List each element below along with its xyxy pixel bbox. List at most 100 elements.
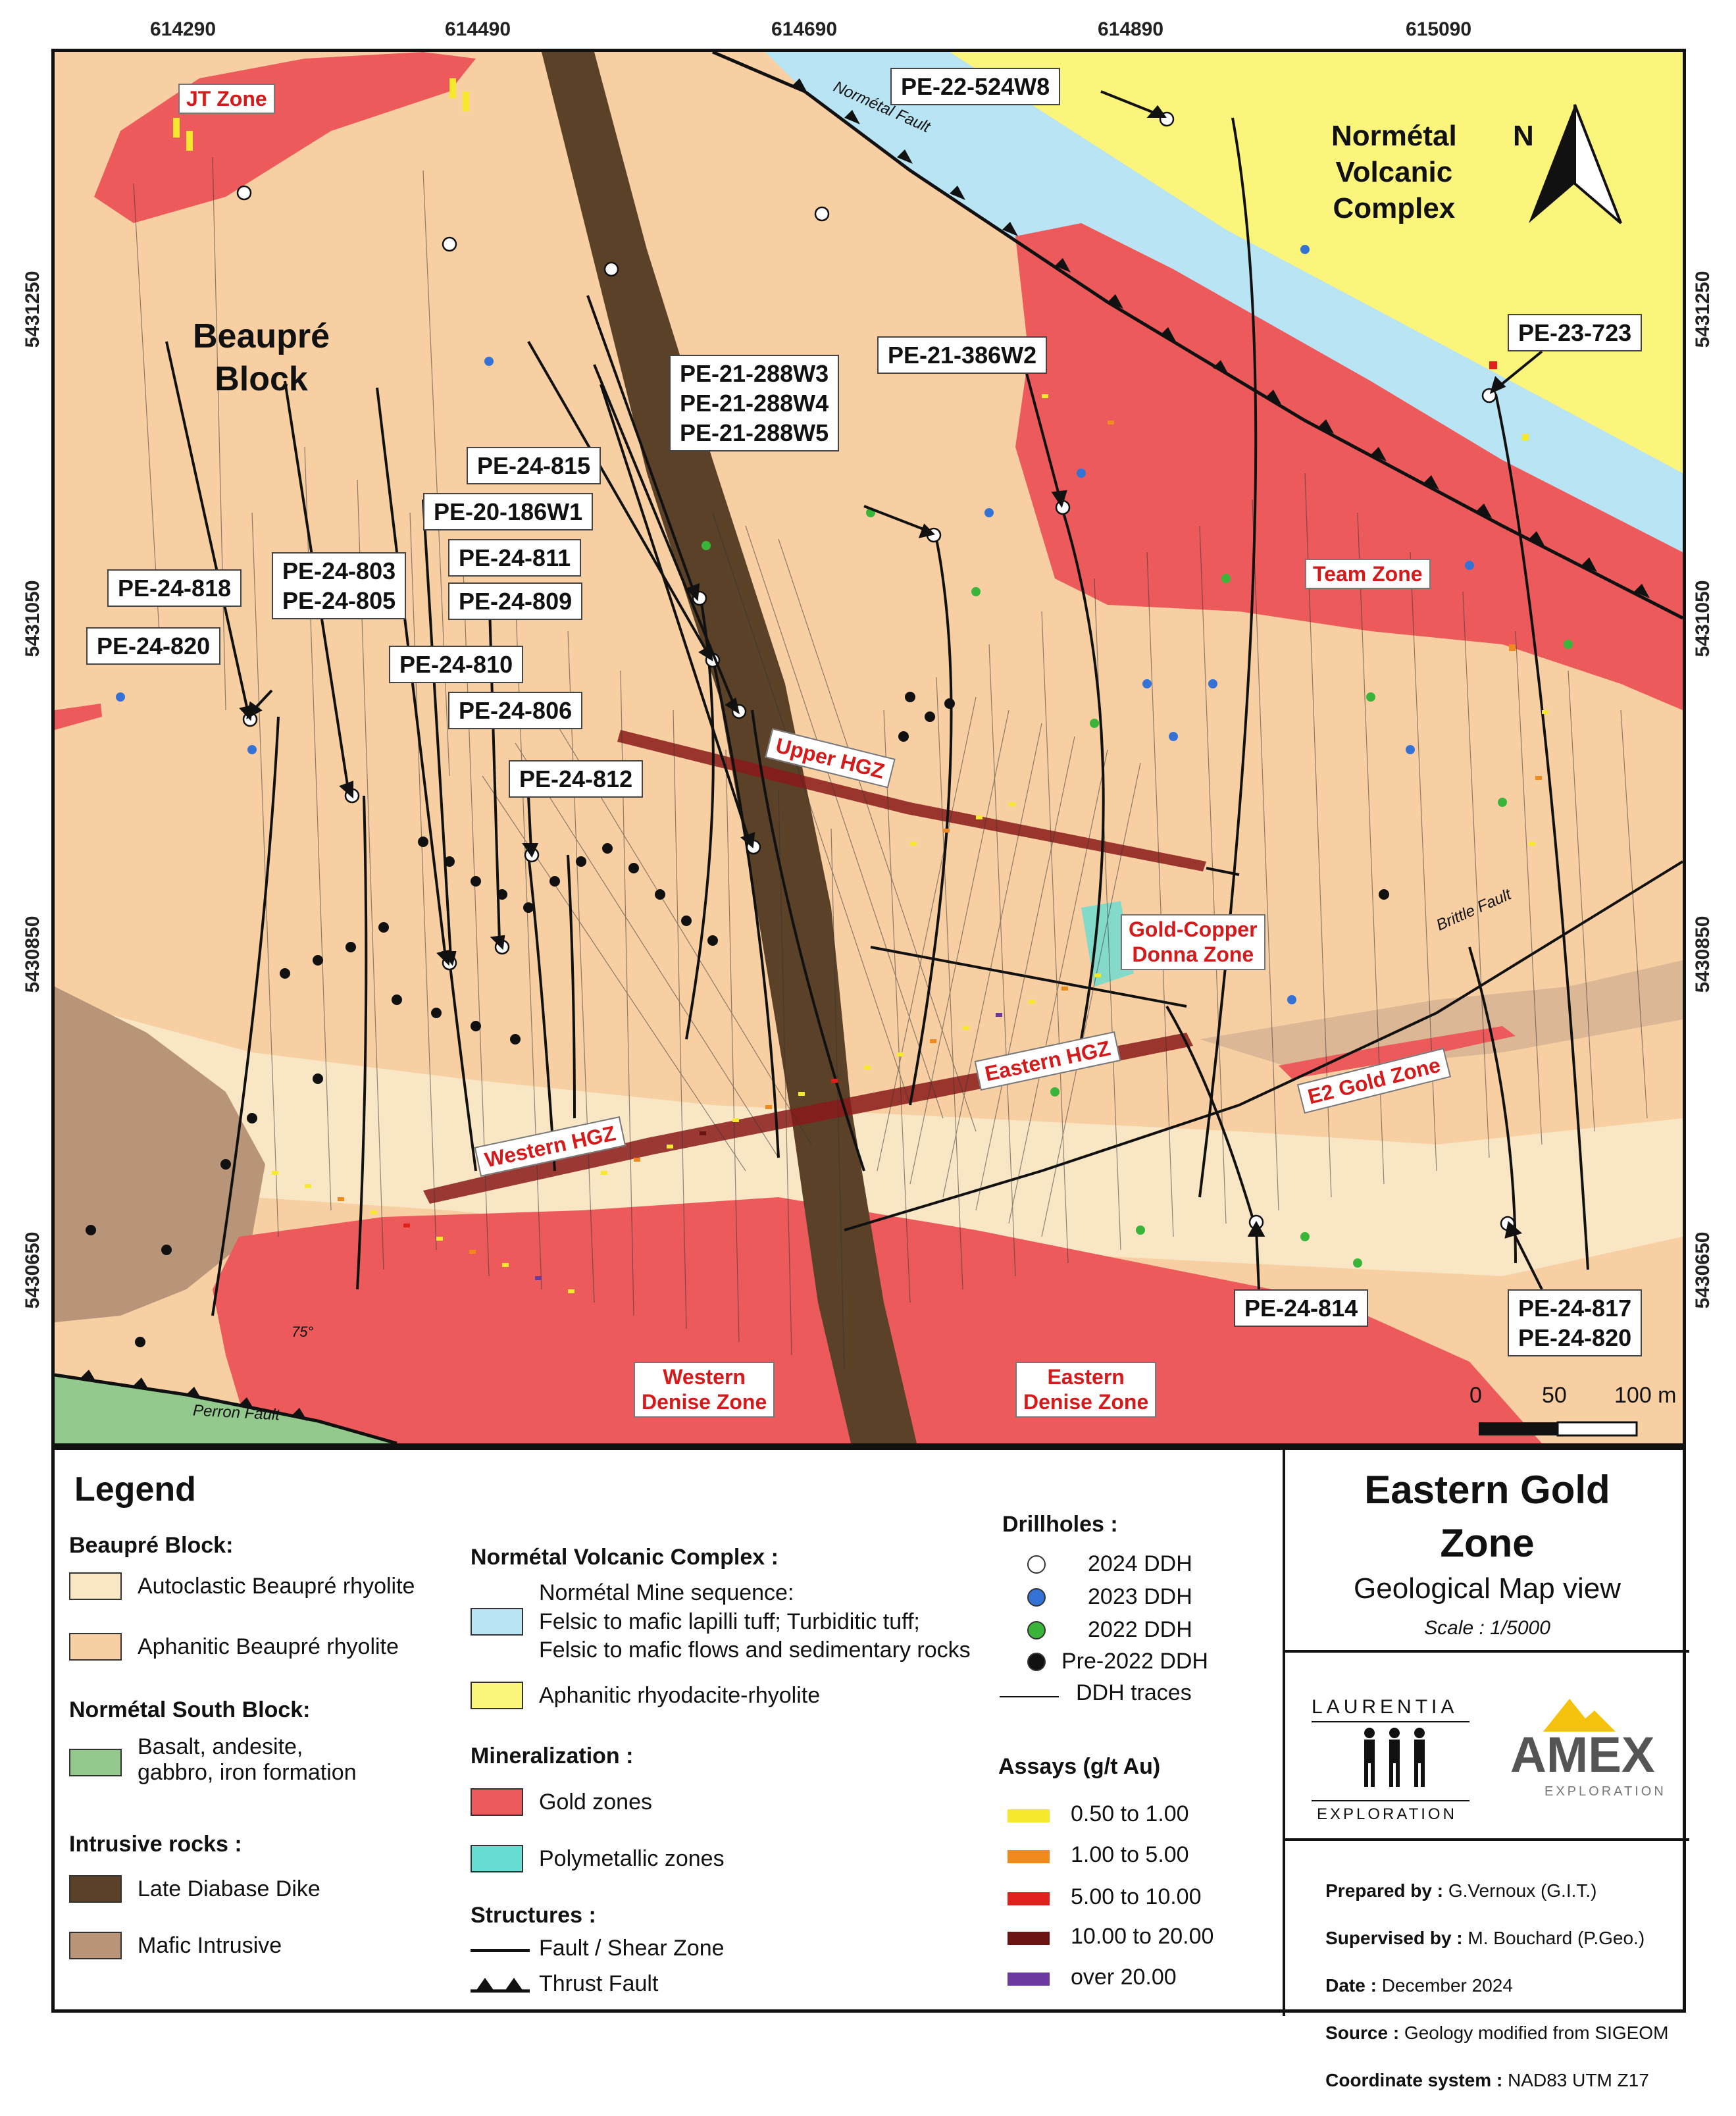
drillhole-label-pe24-806[interactable]: PE-24-806 (448, 692, 583, 729)
scale-tick-0: 0 (1469, 1383, 1482, 1408)
jt-zone-gold (94, 52, 476, 223)
ddh-trace-symbol (1000, 1696, 1059, 1697)
collar-pre2022 (86, 692, 1389, 1347)
gold-zones-swatch (471, 1788, 523, 1816)
laurentia-logo-icon (1364, 1728, 1425, 1787)
drillhole-label-pe22-524w8[interactable]: PE-22-524W8 (890, 68, 1061, 105)
diabase-label: Late Diabase Dike (138, 1876, 320, 1901)
mafic-swatch (69, 1932, 122, 1959)
drillhole-label-pe24-814[interactable]: PE-24-814 (1234, 1289, 1369, 1327)
north-letter: N (1513, 120, 1534, 152)
scale-tick-50: 50 (1542, 1383, 1567, 1408)
date-label: Date : (1325, 1975, 1377, 1996)
drillhole-label-pe24-815[interactable]: PE-24-815 (467, 447, 601, 484)
northing-label: 5431050 (1692, 580, 1714, 658)
legend-divider (1283, 1838, 1689, 1841)
drillhole-label-pe24-811[interactable]: PE-24-811 (448, 539, 582, 577)
assay-1000-swatch (1008, 1932, 1050, 1945)
ddh-2023-symbol (1027, 1588, 1046, 1607)
ddh-2022-label: 2022 DDH (1088, 1617, 1192, 1642)
ddh-2022-symbol (1027, 1621, 1046, 1639)
northing-label: 5430850 (22, 916, 43, 993)
gold-zones-label: Gold zones (539, 1790, 652, 1815)
source-label: Source : (1325, 2023, 1400, 2043)
amex-logo-text: AMEX (1510, 1727, 1655, 1783)
easting-label: 614690 (771, 18, 838, 40)
source-value: Geology modified from SIGEOM (1399, 2023, 1669, 2043)
legend-south-heading: Normétal South Block: (69, 1697, 311, 1722)
scale-tick-100: 100 m (1614, 1383, 1677, 1408)
team-zone-gold (1015, 223, 1683, 710)
thrust-teeth (792, 78, 1650, 598)
beaupre-block-label: Beaupré Block (193, 317, 330, 398)
gold-lens-west (55, 704, 102, 730)
assay-100-swatch (1008, 1850, 1050, 1863)
basalt-unit (55, 1375, 397, 1443)
ddh-2024-symbol (1027, 1555, 1046, 1574)
laurentia-logo-text: LAURENTIA (1312, 1696, 1458, 1718)
mafic-intrusive (55, 987, 265, 1322)
basalt-label: Basalt, andesite, gabbro, iron formation (138, 1734, 357, 1785)
drillhole-label-pe21-386w2[interactable]: PE-21-386W2 (877, 336, 1048, 374)
rhyodacite-swatch (471, 1682, 523, 1709)
drillhole-label-pe23-723[interactable]: PE-23-723 (1508, 314, 1643, 351)
mafic-intrusive-east (1200, 960, 1683, 1072)
northing-label: 5430850 (1692, 916, 1714, 993)
mine-sequence-label: Normétal Mine sequence: (539, 1580, 794, 1605)
northing-label: 5430650 (22, 1231, 43, 1309)
legend-nvc-heading: Normétal Volcanic Complex : (471, 1545, 779, 1570)
basalt-swatch (69, 1749, 122, 1776)
drillhole-label-pe24-818[interactable]: PE-24-818 (107, 569, 242, 607)
easting-label: 614290 (149, 18, 217, 40)
western-denise-label: Western Denise Zone (634, 1362, 775, 1418)
assay-050-label: 0.50 to 1.00 (1071, 1801, 1189, 1826)
map-title: Eastern Gold Zone (1364, 1468, 1610, 1565)
legend-drill-heading: Drillholes : (1002, 1512, 1118, 1537)
amex-logo-icon (1543, 1699, 1616, 1732)
legend-panel: Legend Beaupré Block: Autoclastic Beaupr… (51, 1447, 1689, 2090)
drillhole-label-pe20-186w1[interactable]: PE-20-186W1 (423, 493, 594, 530)
geological-map[interactable]: N Beaupré Block Normétal Volcanic Comple… (51, 49, 1686, 1447)
supervised-label: Supervised by : (1325, 1928, 1463, 1948)
northing-label: 5431250 (22, 271, 43, 348)
assay-050-swatch (1008, 1809, 1050, 1822)
legend-intrusive-heading: Intrusive rocks : (69, 1832, 242, 1857)
felsic-swatch (471, 1608, 523, 1636)
drillhole-label-pe24-812[interactable]: PE-24-812 (509, 760, 644, 798)
drillhole-label-pe21-288[interactable]: PE-21-288W3 PE-21-288W4 PE-21-288W5 (669, 355, 840, 452)
autoclastic-unit (55, 1000, 1683, 1276)
aphanitic-label: Aphanitic Beaupré rhyolite (138, 1634, 399, 1659)
thrust-teeth-perron (81, 1370, 307, 1421)
assay-500-swatch (1008, 1892, 1050, 1905)
coordinate-system-label: Coordinate system : (1325, 2070, 1503, 2090)
supervised-value: M. Bouchard (P.Geo.) (1462, 1928, 1645, 1948)
northing-label: 5431250 (1692, 271, 1714, 348)
highlighted-ddh (211, 117, 1589, 1316)
ddh-2023-label: 2023 DDH (1088, 1584, 1192, 1609)
assay-500-label: 5.00 to 10.00 (1071, 1884, 1202, 1909)
diabase-swatch (69, 1875, 122, 1903)
prepared-label: Prepared by : (1325, 1880, 1444, 1901)
aphanitic-swatch (69, 1633, 122, 1661)
jt-zone-label: JT Zone (178, 84, 275, 115)
assay-100-label: 1.00 to 5.00 (1071, 1842, 1189, 1867)
drillhole-label-pe24-810[interactable]: PE-24-810 (389, 646, 524, 683)
drillhole-label-pe24-817-820[interactable]: PE-24-817 PE-24-820 (1508, 1289, 1643, 1356)
drillhole-label-pe24-803-805[interactable]: PE-24-803 PE-24-805 (272, 552, 407, 619)
drillhole-label-pe24-809[interactable]: PE-24-809 (448, 582, 583, 620)
legend-divider (1283, 1450, 1285, 2016)
e2-gold-lens (1279, 1026, 1516, 1079)
mafic-label: Mafic Intrusive (138, 1933, 282, 1958)
north-arrow-shape (1529, 104, 1622, 224)
drillhole-label-pe24-820[interactable]: PE-24-820 (86, 627, 221, 665)
amex-sub-text: EXPLORATION (1545, 1784, 1666, 1799)
legend-divider (1283, 1650, 1689, 1653)
fault-segment (870, 946, 1187, 1008)
easting-label: 614490 (444, 18, 511, 40)
assay-2000-swatch (1008, 1973, 1050, 1986)
prepared-value: G.Vernoux (G.I.T.) (1443, 1880, 1597, 1901)
map-canvas (55, 52, 1683, 1443)
laurentia-rule (1312, 1721, 1469, 1722)
brittle-fault (844, 860, 1683, 1231)
coordinate-system-value: NAD83 UTM Z17 (1502, 2070, 1649, 2090)
